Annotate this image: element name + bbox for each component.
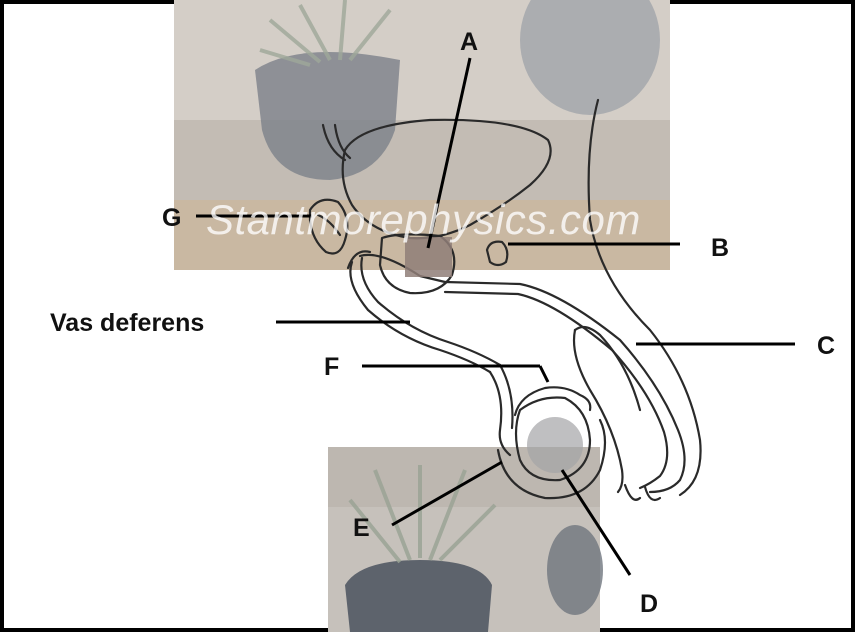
label-b: B: [711, 236, 729, 261]
watermark-text: Stantmorephysics.com: [206, 196, 641, 244]
label-f: F: [324, 355, 339, 380]
label-d: D: [640, 592, 658, 617]
label-c: C: [817, 334, 835, 359]
label-a: A: [460, 30, 478, 55]
label-g: G: [162, 206, 181, 231]
label-vas-deferens: Vas deferens: [50, 311, 204, 336]
label-e: E: [353, 516, 370, 541]
testis-shading: [527, 417, 583, 473]
